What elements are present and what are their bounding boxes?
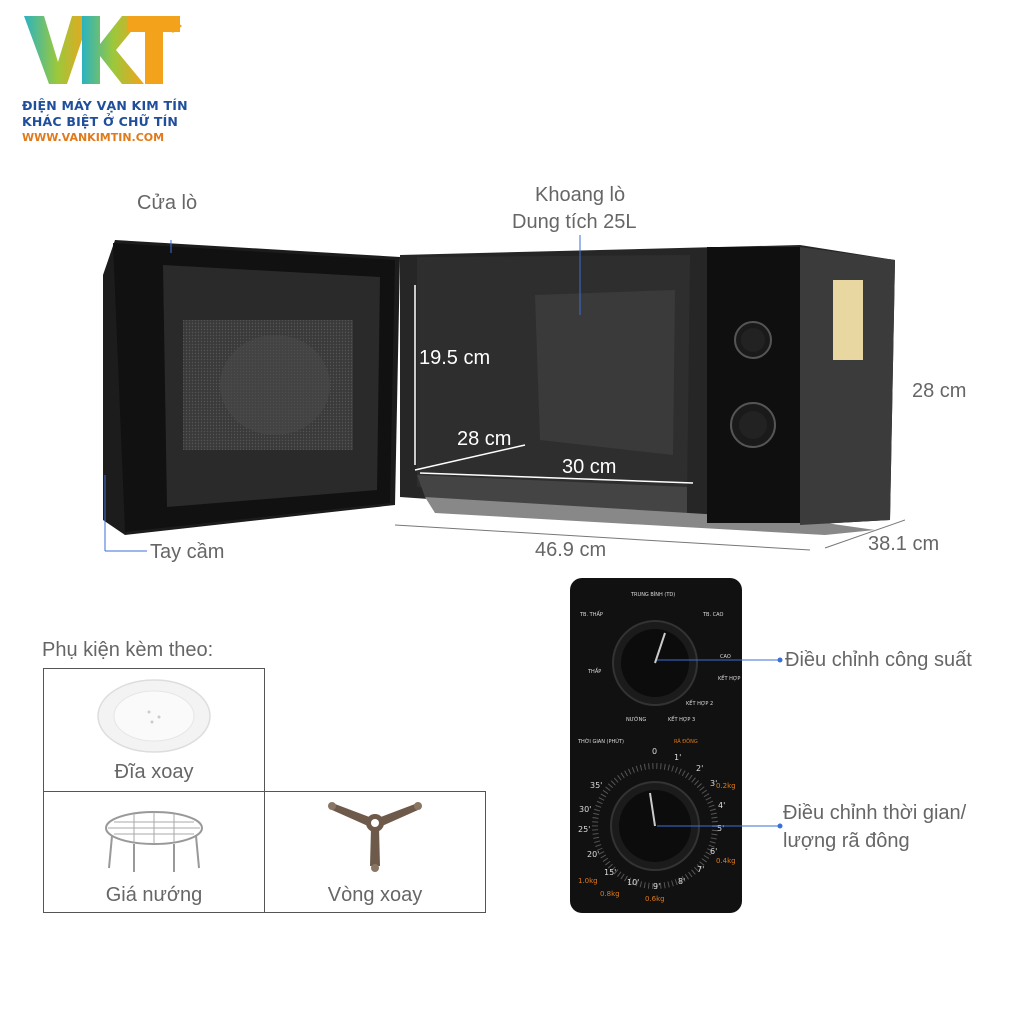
turntable-plate-icon — [97, 679, 211, 753]
inner-dimension-lines — [414, 285, 694, 484]
power-label-grill: NƯỚNG — [626, 716, 646, 723]
outer-depth-label: 38.1 cm — [868, 533, 940, 555]
door-label: Cửa lò — [137, 192, 198, 214]
power-label-combo3: KẾT HỢP 3 — [668, 715, 695, 723]
svg-text:10': 10' — [627, 878, 639, 887]
accessory-roller-ring: Vòng xoay — [264, 791, 486, 913]
brand-website: WWW.VANKIMTIN.COM — [22, 131, 165, 144]
svg-text:1.0kg: 1.0kg — [578, 877, 598, 885]
vkt-logo-icon — [24, 16, 183, 84]
svg-text:25': 25' — [578, 825, 590, 834]
power-label-medium: TRUNG BÌNH (TD) — [630, 591, 675, 598]
oven-body — [400, 245, 895, 535]
callout-lines — [104, 235, 581, 552]
svg-text:2': 2' — [696, 764, 703, 773]
brand-slogan: KHÁC BIỆT Ở CHỮ TÍN — [22, 114, 179, 129]
svg-text:0.6kg: 0.6kg — [645, 895, 665, 903]
timer-control-label: Điều chỉnh thời gian/ — [783, 802, 967, 824]
svg-text:30': 30' — [579, 805, 591, 814]
svg-text:15': 15' — [604, 868, 616, 877]
accessory-turntable-label: Đĩa xoay — [114, 761, 194, 783]
grill-rack-icon — [105, 811, 203, 872]
accessories-title: Phụ kiện kèm theo: — [42, 639, 214, 661]
timer-title: THỜI GIAN (PHÚT) — [577, 738, 624, 745]
power-control-label: Điều chỉnh công suất — [785, 649, 972, 671]
outer-width-label: 46.9 cm — [535, 539, 607, 561]
microwave-illustration — [103, 235, 905, 552]
inner-width-label: 30 cm — [562, 456, 617, 478]
svg-text:5': 5' — [717, 824, 724, 833]
svg-text:3': 3' — [710, 779, 717, 788]
power-knob[interactable] — [612, 620, 698, 706]
svg-text:20': 20' — [587, 850, 599, 859]
svg-text:6': 6' — [710, 847, 717, 856]
power-label-med-high: TB. CAO — [702, 612, 723, 618]
outer-height-label: 28 cm — [912, 380, 967, 402]
svg-text:0.4kg: 0.4kg — [716, 857, 736, 865]
inner-height-label: 19.5 cm — [419, 347, 491, 369]
control-panel: TRUNG BÌNH (TD) TB. THẤP TB. CAO CAO THẤ… — [570, 578, 742, 913]
power-label-combo1: KẾT HỢP 1 — [718, 674, 742, 682]
defrost-scale: 0.2kg 0.4kg 0.6kg 0.8kg 1.0kg — [578, 782, 736, 903]
brand-logo: ĐIỆN MÁY VẠN KIM TÍN KHÁC BIỆT Ở CHỮ TÍN… — [22, 10, 192, 145]
svg-text:0.2kg: 0.2kg — [716, 782, 736, 790]
svg-text:35': 35' — [590, 781, 602, 790]
power-label-combo2: KẾT HỢP 2 — [686, 699, 713, 707]
accessory-roller-ring-label: Vòng xoay — [327, 884, 423, 906]
svg-text:7': 7' — [697, 865, 704, 874]
power-label-high: CAO — [720, 654, 731, 660]
svg-text:0: 0 — [652, 747, 657, 756]
svg-text:9': 9' — [653, 882, 660, 891]
power-label-low: THẤP — [587, 667, 601, 675]
inner-depth-label: 28 cm — [457, 428, 512, 450]
timer-scale: 0 1' 2' 3' 4' 5' 6' 7' 8' 9' 10' 15' 20'… — [578, 747, 725, 891]
brand-name: ĐIỆN MÁY VẠN KIM TÍN — [22, 98, 188, 113]
svg-text:8': 8' — [678, 877, 685, 886]
accessory-grill-rack-label: Giá nướng — [105, 884, 203, 906]
handle-label: Tay cầm — [150, 541, 225, 563]
outer-dimension-lines — [394, 519, 905, 551]
defrost-title: RÃ ĐÔNG — [674, 738, 698, 745]
capacity-label: Dung tích 25L — [512, 211, 637, 233]
svg-text:0.8kg: 0.8kg — [600, 890, 620, 898]
svg-text:1': 1' — [674, 753, 681, 762]
defrost-control-label: lượng rã đông — [783, 830, 910, 852]
oven-door — [103, 240, 400, 535]
cavity-label: Khoang lò — [535, 184, 626, 206]
roller-ring-icon — [328, 802, 422, 872]
svg-text:4': 4' — [718, 801, 725, 810]
power-label-med-low: TB. THẤP — [579, 610, 603, 618]
accessory-turntable: Đĩa xoay — [43, 668, 265, 792]
